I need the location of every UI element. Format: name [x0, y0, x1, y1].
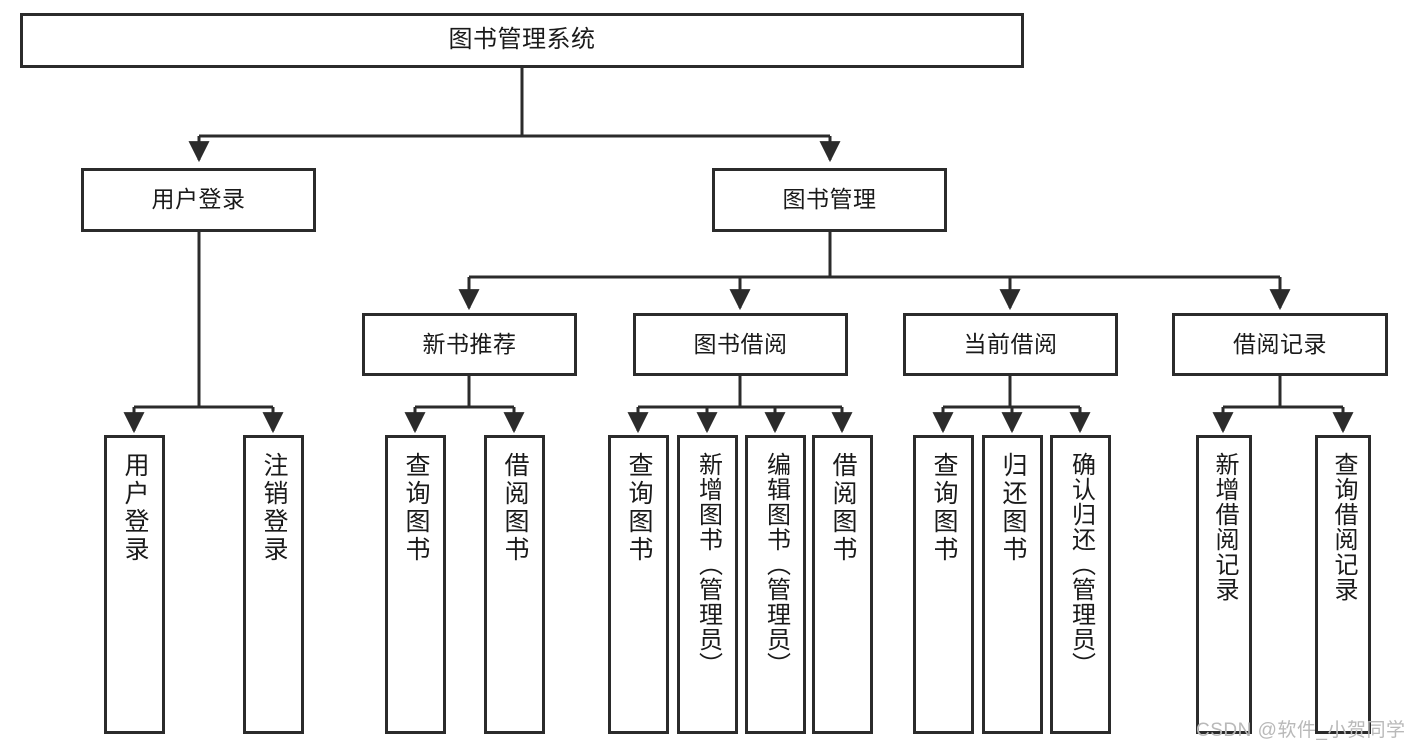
leaf-query-record-label: 查询借阅记录 — [1330, 452, 1357, 602]
node-new-book-rec-label: 新书推荐 — [422, 330, 517, 357]
node-current-borrow-label: 当前借阅 — [963, 330, 1058, 357]
leaf-user-login[interactable]: 用户登录 — [104, 435, 165, 734]
node-borrow-record[interactable]: 借阅记录 — [1172, 313, 1388, 376]
node-user-login-label: 用户登录 — [151, 186, 246, 213]
leaf-query-record[interactable]: 查询借阅记录 — [1315, 435, 1371, 734]
leaf-borrow-book-2[interactable]: 借阅图书 — [812, 435, 873, 734]
leaf-user-logout[interactable]: 注销登录 — [243, 435, 304, 734]
node-book-borrow[interactable]: 图书借阅 — [633, 313, 848, 376]
node-root-label: 图书管理系统 — [448, 26, 596, 54]
node-book-manage-label: 图书管理 — [782, 186, 877, 213]
leaf-query-book-1[interactable]: 查询图书 — [385, 435, 446, 734]
leaf-query-book-3[interactable]: 查询图书 — [913, 435, 974, 734]
node-new-book-rec[interactable]: 新书推荐 — [362, 313, 577, 376]
node-book-borrow-label: 图书借阅 — [693, 330, 788, 357]
leaf-return-book[interactable]: 归还图书 — [982, 435, 1043, 734]
leaf-user-login-label: 用户登录 — [121, 452, 149, 564]
leaf-edit-book[interactable]: 编辑图书（管理员） — [745, 435, 806, 734]
leaf-query-book-1-label: 查询图书 — [402, 452, 430, 564]
leaf-query-book-2[interactable]: 查询图书 — [608, 435, 669, 734]
leaf-borrow-book-1[interactable]: 借阅图书 — [484, 435, 545, 734]
leaf-user-logout-label: 注销登录 — [260, 452, 288, 564]
node-book-manage[interactable]: 图书管理 — [712, 168, 947, 232]
leaf-add-book[interactable]: 新增图书（管理员） — [677, 435, 738, 734]
leaf-add-record-label: 新增借阅记录 — [1211, 452, 1238, 602]
leaf-borrow-book-2-label: 借阅图书 — [829, 452, 857, 564]
leaf-query-book-3-label: 查询图书 — [930, 452, 958, 564]
node-borrow-record-label: 借阅记录 — [1233, 330, 1327, 357]
leaf-add-record[interactable]: 新增借阅记录 — [1196, 435, 1252, 734]
leaf-add-book-label: 新增图书（管理员） — [694, 452, 722, 677]
leaf-edit-book-label: 编辑图书（管理员） — [762, 452, 790, 677]
watermark: CSDN @软件_小贺同学 — [1196, 720, 1405, 741]
leaf-confirm-return[interactable]: 确认归还（管理员） — [1050, 435, 1111, 734]
leaf-borrow-book-1-label: 借阅图书 — [501, 452, 529, 564]
leaf-confirm-return-label: 确认归还（管理员） — [1067, 452, 1095, 677]
leaf-query-book-2-label: 查询图书 — [625, 452, 653, 564]
node-current-borrow[interactable]: 当前借阅 — [903, 313, 1118, 376]
node-user-login[interactable]: 用户登录 — [81, 168, 316, 232]
leaf-return-book-label: 归还图书 — [999, 452, 1027, 564]
node-root[interactable]: 图书管理系统 — [20, 13, 1024, 68]
